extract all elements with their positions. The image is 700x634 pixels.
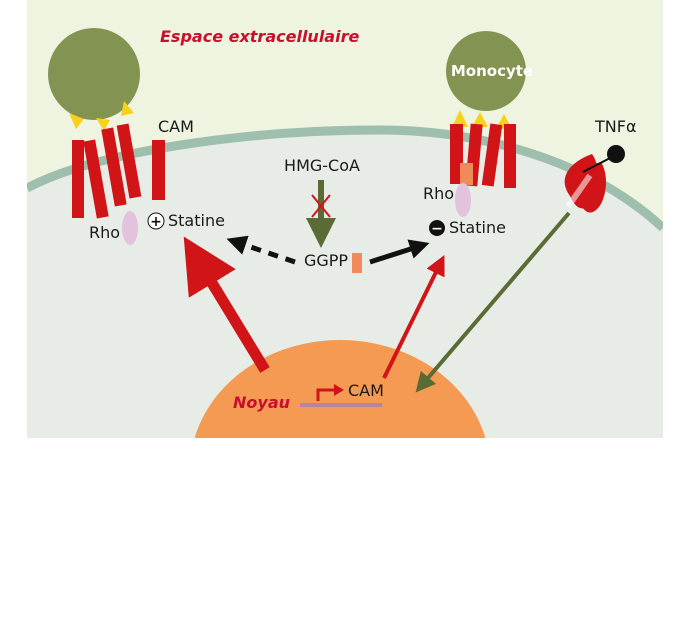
- tnf-receptor-lobe: [571, 158, 594, 193]
- nucleus-label: Noyau: [233, 393, 290, 412]
- tnf-receptor: [564, 145, 625, 213]
- ggpp-anchor-right: [460, 163, 473, 185]
- cam-receptor: [72, 140, 84, 218]
- rho-protein-left: [122, 211, 138, 245]
- promoter-arrowhead-icon: [334, 384, 344, 396]
- ligand-icon: [452, 110, 468, 127]
- cam-receptor: [116, 123, 142, 199]
- minus-icon: [429, 220, 445, 236]
- minus-sign: −: [431, 221, 443, 237]
- tnf-receptor-highlight: [565, 173, 593, 209]
- monocyte-cell-right: [446, 31, 526, 111]
- rho-protein-right: [455, 183, 471, 217]
- ligand-icon: [472, 112, 488, 127]
- cam-receptor: [450, 124, 463, 184]
- hmg-coa-label: HMG-CoA: [284, 156, 360, 175]
- cam-gene-label: CAM: [348, 381, 384, 400]
- cam-label-left: CAM: [158, 117, 194, 136]
- cam-receptors-left: [72, 123, 165, 219]
- ligand-icon: [96, 118, 110, 131]
- cam-receptor: [504, 124, 516, 188]
- cam-receptor: [101, 127, 127, 207]
- ggpp-label: GGPP: [304, 251, 348, 270]
- nucleus-to-right-arrow: [382, 255, 445, 379]
- cytoplasm: [27, 130, 663, 438]
- nucleus-to-left-arrow: [183, 236, 270, 373]
- nucleus: [194, 340, 486, 438]
- statine-label-left: Statine: [168, 211, 225, 230]
- statine-label-right: Statine: [449, 218, 506, 237]
- cam-receptor: [481, 123, 503, 187]
- cam-receptor: [83, 139, 109, 219]
- monocyte-label: Monocyte: [451, 62, 533, 80]
- plus-sign: +: [150, 214, 162, 230]
- tnf-to-nucleus-arrow: [415, 211, 571, 393]
- extracellular-label: Espace extracellulaire: [160, 27, 359, 46]
- monocyte-left: [48, 28, 140, 131]
- ligand-icon: [69, 113, 84, 129]
- monocyte-cell-left: [48, 28, 140, 120]
- ggpp-block: [352, 253, 362, 273]
- promoter-icon: [316, 388, 334, 401]
- tnf-label: TNFα: [594, 117, 637, 136]
- plus-icon: [147, 212, 165, 230]
- ligand-icon: [121, 101, 134, 116]
- inhibition-cross-icon: [311, 194, 331, 218]
- ggpp-to-right-arrow: [369, 239, 430, 265]
- monocyte-right: Monocyte: [446, 31, 533, 129]
- tnf-ligand-icon: [607, 145, 625, 163]
- rho-label-right: Rho: [423, 184, 454, 203]
- cam-receptor: [152, 140, 165, 200]
- rho-label-left: Rho: [89, 223, 120, 242]
